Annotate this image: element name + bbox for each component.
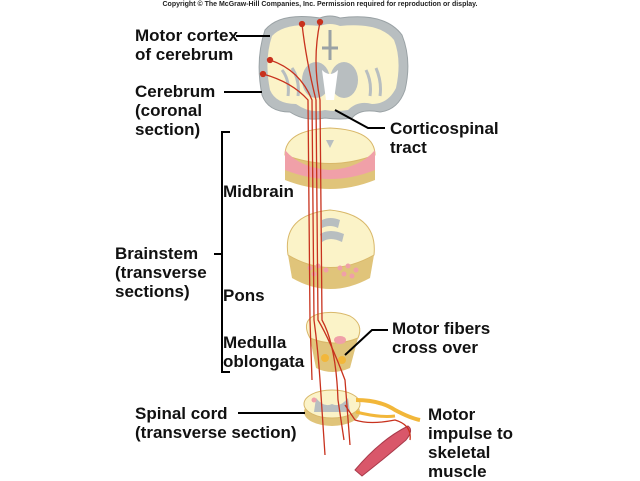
copyright-notice: Copyright © The McGraw-Hill Companies, I… xyxy=(162,1,478,8)
label-spinal-cord: Spinal cord (transverse section) xyxy=(135,404,297,442)
label-line: Motor fibers xyxy=(392,319,491,338)
label-line: Cerebrum xyxy=(135,82,216,101)
skeletal-muscle-illustration xyxy=(354,425,412,477)
label-midbrain: Midbrain xyxy=(223,182,294,201)
label-line: oblongata xyxy=(223,352,305,371)
label-line: impulse to xyxy=(428,424,514,443)
label-line: (transverse section) xyxy=(135,423,297,442)
label-line: Motor cortex xyxy=(135,26,238,45)
label-line: Spinal cord xyxy=(135,404,228,423)
label-line: Medulla xyxy=(223,333,287,352)
label-line: sections) xyxy=(115,282,190,301)
label-line: Brainstem xyxy=(115,244,199,263)
pons-illustration xyxy=(286,209,375,289)
label-line: section) xyxy=(135,120,201,139)
label-pons: Pons xyxy=(223,286,265,305)
label-line: (transverse xyxy=(115,263,207,282)
label-motor-fibers: Motor fibers cross over xyxy=(392,319,490,357)
label-line: Motor xyxy=(428,405,476,424)
label-line: muscle xyxy=(428,462,487,481)
cerebrum-illustration xyxy=(258,15,409,120)
label-line: cross over xyxy=(392,338,478,357)
leader-lines xyxy=(214,35,388,414)
label-cerebrum: Cerebrum (coronal section) xyxy=(135,82,215,139)
label-line: (coronal xyxy=(135,101,203,120)
corticospinal-tract xyxy=(259,18,411,456)
label-corticospinal-tract: Corticospinal tract xyxy=(390,119,499,157)
label-medulla: Medulla oblongata xyxy=(223,333,304,371)
label-line: skeletal xyxy=(428,443,491,462)
label-motor-impulse: Motor impulse to skeletal muscle xyxy=(428,405,513,481)
midbrain-illustration xyxy=(284,127,376,189)
label-line: Corticospinal xyxy=(390,119,499,138)
label-brainstem: Brainstem (transverse sections) xyxy=(115,244,207,301)
label-motor-cortex: Motor cortex of cerebrum xyxy=(135,26,238,64)
label-line: of cerebrum xyxy=(135,45,234,64)
label-line: tract xyxy=(390,138,427,157)
